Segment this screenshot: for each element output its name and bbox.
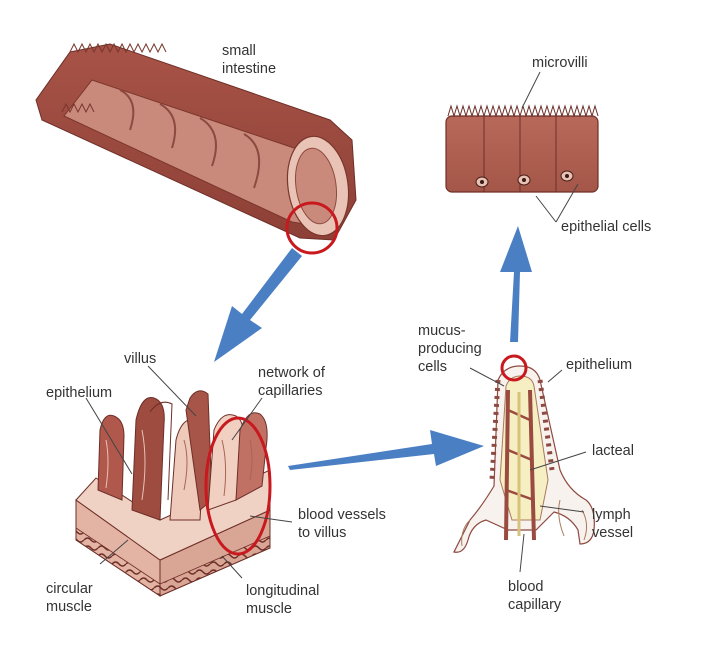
label-small-intestine: small intestine xyxy=(222,43,277,77)
villus-tip-highlight-circle xyxy=(500,354,528,382)
capillaries-highlight-oval xyxy=(204,416,272,556)
villi-block-illustration xyxy=(75,390,271,597)
label-epithelium-villi: epithelium xyxy=(46,385,113,401)
label-villus: villus xyxy=(124,351,157,367)
label-microvilli: microvilli xyxy=(532,55,588,71)
label-mucus-producing-cells: mucus- producing cells xyxy=(418,323,482,375)
arrow-villus-to-cells xyxy=(500,226,532,342)
label-network-of-capillaries: network of capillaries xyxy=(258,365,325,399)
arrow-villi-to-villus xyxy=(288,430,484,470)
villus-cross-section-illustration xyxy=(453,365,595,553)
label-circular-muscle: circular muscle xyxy=(46,581,93,615)
intestine-highlight-circle xyxy=(285,201,339,255)
small-intestine-illustration xyxy=(35,42,357,241)
label-blood-capillary: blood capillary xyxy=(508,579,562,613)
leader-lines xyxy=(85,71,587,579)
label-longitudinal-muscle: longitudinal muscle xyxy=(246,583,320,617)
label-lymph-vessel: lymph vessel xyxy=(592,507,634,541)
label-lacteal: lacteal xyxy=(592,443,634,459)
label-epithelial-cells: epithelial cells xyxy=(561,219,652,235)
epithelial-cells-illustration xyxy=(445,104,599,193)
label-blood-vessels-to-villus: blood vessels to villus xyxy=(298,507,386,541)
label-epithelium-villus: epithelium xyxy=(566,357,633,373)
arrow-intestine-to-villi xyxy=(214,248,302,362)
